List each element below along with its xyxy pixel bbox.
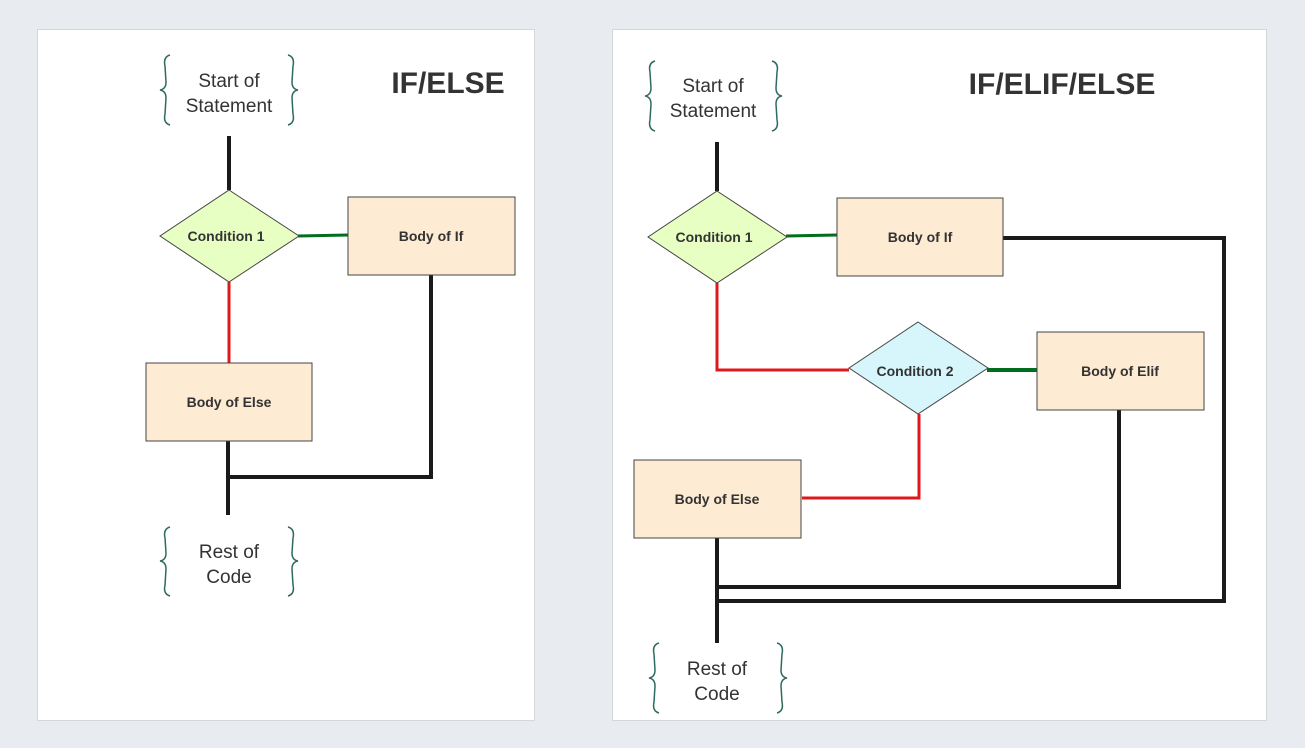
left-body-if-label: Body of If xyxy=(399,228,464,244)
if-else-title: IF/ELSE xyxy=(391,67,504,100)
if-elif-else-title: IF/ELIF/ELSE xyxy=(969,68,1156,101)
right-rest-line1: Rest of xyxy=(687,659,748,680)
right-condition1-diamond xyxy=(647,190,788,284)
right-rest-brace-close xyxy=(776,642,788,714)
left-rest-line1: Rest of xyxy=(199,542,260,563)
right-condition2-diamond xyxy=(848,321,989,415)
right-elif-return-line xyxy=(717,410,1121,589)
left-rest-terminal xyxy=(159,526,299,597)
left-start-line2: Statement xyxy=(186,96,273,117)
left-body-if-box xyxy=(347,196,516,276)
left-condition1-label: Condition 1 xyxy=(188,228,265,244)
right-body-else-label: Body of Else xyxy=(675,491,760,507)
left-true-branch xyxy=(297,233,349,238)
right-body-elif-box xyxy=(1036,331,1205,411)
right-cond1-false-branch xyxy=(715,283,849,372)
left-brace-open xyxy=(159,54,171,126)
right-start-line1: Start of xyxy=(682,76,744,97)
left-brace-close xyxy=(287,54,299,126)
left-start-terminal xyxy=(159,54,299,126)
left-if-return-line xyxy=(228,275,433,479)
right-start-line2: Statement xyxy=(670,101,757,122)
left-condition1-diamond xyxy=(159,189,300,283)
right-condition2-label: Condition 2 xyxy=(877,363,954,379)
left-body-else-label: Body of Else xyxy=(187,394,272,410)
left-rest-brace-close xyxy=(287,526,299,597)
left-rest-line2: Code xyxy=(206,567,251,588)
right-cond2-false-branch xyxy=(802,414,921,500)
left-body-else-box xyxy=(145,362,313,442)
right-brace-close xyxy=(771,60,783,132)
right-rest-terminal xyxy=(648,642,788,714)
right-start-terminal xyxy=(644,60,783,132)
left-start-line1: Start of xyxy=(198,71,260,92)
right-rest-brace-open xyxy=(648,642,660,714)
right-body-else-box xyxy=(633,459,802,539)
right-condition1-label: Condition 1 xyxy=(676,229,753,245)
right-body-elif-label: Body of Elif xyxy=(1081,363,1159,379)
right-body-if-label: Body of If xyxy=(888,229,953,245)
right-if-return-line xyxy=(717,236,1226,603)
right-rest-line2: Code xyxy=(694,684,739,705)
left-rest-brace-open xyxy=(159,526,171,597)
right-cond1-true-branch xyxy=(785,233,838,238)
right-brace-open xyxy=(644,60,656,132)
right-body-if-box xyxy=(836,197,1004,277)
